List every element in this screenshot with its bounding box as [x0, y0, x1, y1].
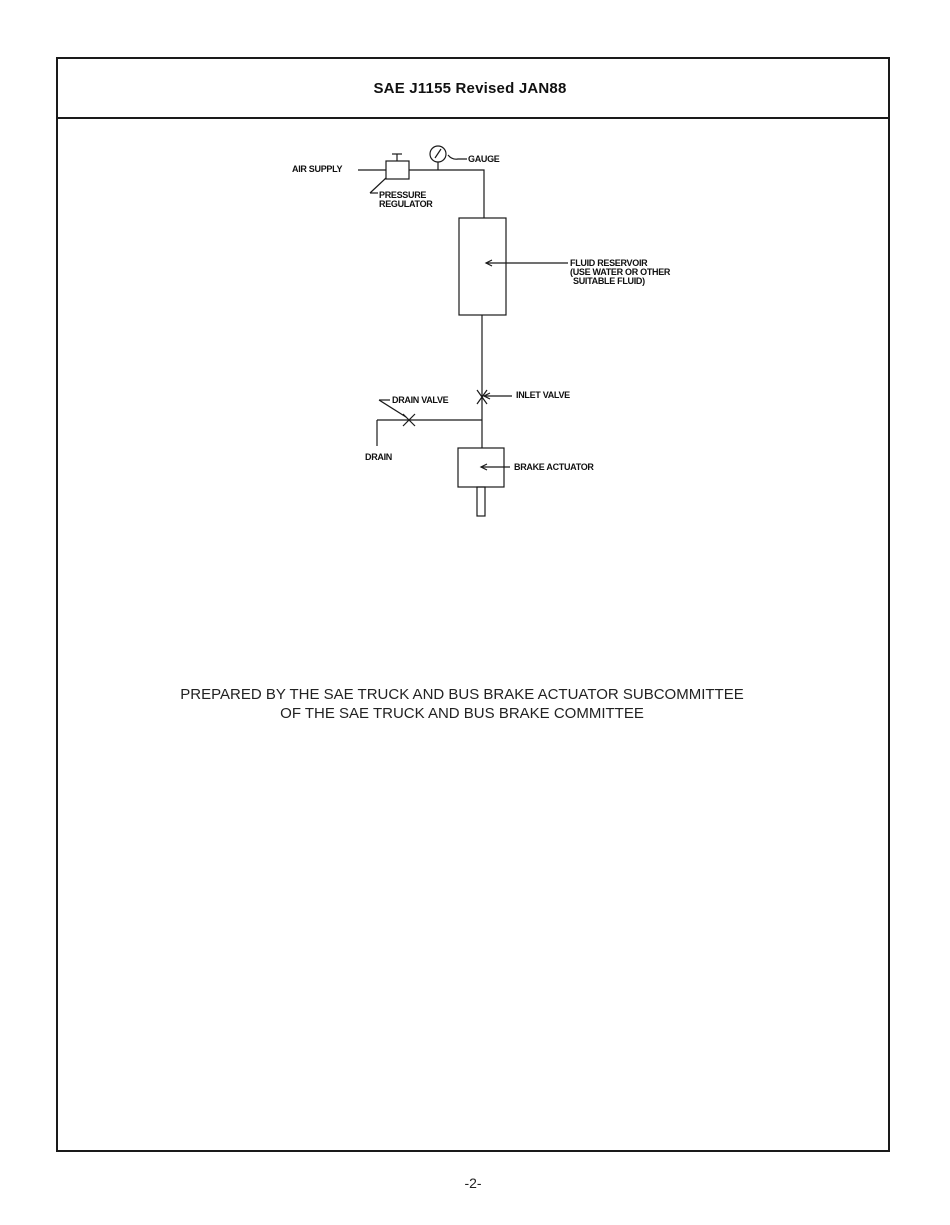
reservoir-arrow — [484, 259, 493, 267]
drain-valve-stroke-b — [402, 413, 416, 427]
label-fluid-reservoir: FLUID RESERVOIR — [570, 258, 648, 268]
label-pressure: PRESSURE — [379, 190, 426, 200]
inlet-valve-arrow — [482, 392, 491, 400]
label-gauge: GAUGE — [468, 154, 500, 164]
prepared-by-line-1: PREPARED BY THE SAE TRUCK AND BUS BRAKE … — [180, 686, 744, 703]
prepared-by-note: PREPARED BY THE SAE TRUCK AND BUS BRAKE … — [0, 685, 937, 723]
fluid-reservoir-symbol — [458, 217, 507, 316]
pressure-regulator-symbol — [385, 160, 410, 180]
supply-pipe — [409, 169, 485, 218]
label-brake-actuator: BRAKE ACTUATOR — [514, 462, 594, 472]
prepared-by-line-2: OF THE SAE TRUCK AND BUS BRAKE COMMITTEE — [280, 705, 644, 722]
gauge-leader — [447, 154, 467, 160]
document-title: SAE J1155 Revised JAN88 — [373, 79, 567, 97]
actuator-pushrod — [476, 486, 486, 517]
label-air-supply: AIR SUPPLY — [292, 164, 342, 174]
label-suitable-fluid: SUITABLE FLUID) — [573, 276, 645, 286]
label-inlet-valve: INLET VALVE — [516, 390, 570, 400]
label-drain-valve: DRAIN VALVE — [392, 395, 449, 405]
page-frame: SAE J1155 Revised JAN88 — [56, 57, 890, 1152]
label-drain: DRAIN — [365, 452, 392, 462]
label-regulator: REGULATOR — [379, 199, 433, 209]
header-row: SAE J1155 Revised JAN88 — [58, 59, 888, 119]
gauge-needle — [434, 148, 442, 159]
actuator-arrow — [479, 463, 488, 471]
drain-valve-leader — [378, 399, 407, 418]
gauge-symbol — [429, 145, 447, 163]
regulator-leader — [369, 177, 387, 194]
label-use-water: (USE WATER OR OTHER — [570, 267, 671, 277]
page-number: -2- — [464, 1175, 482, 1191]
inlet-valve-stroke-b — [476, 389, 488, 405]
